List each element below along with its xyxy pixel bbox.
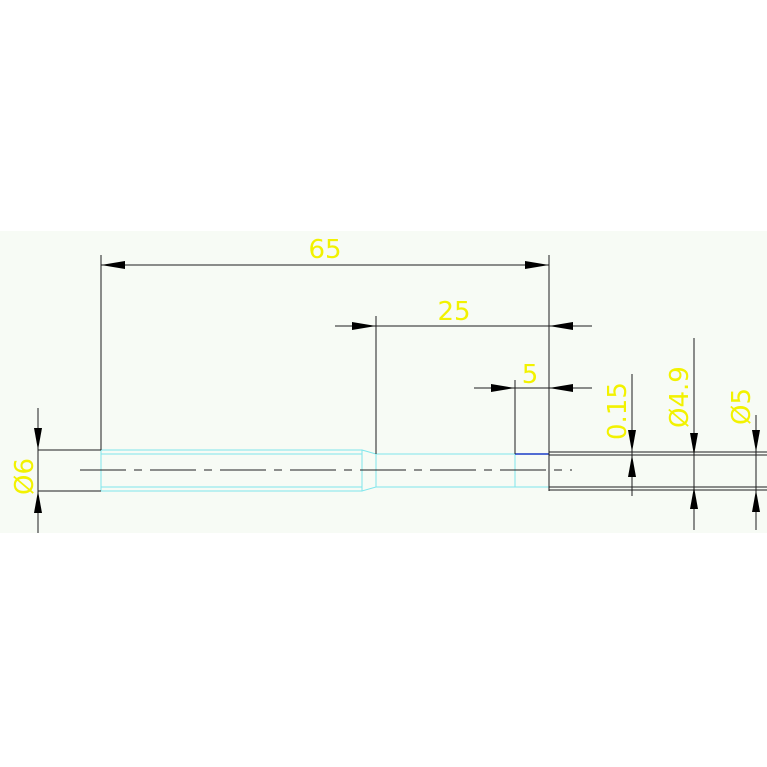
arrow-icon (690, 487, 698, 509)
dim-overall-length: 65 (308, 235, 341, 265)
dim-dia-reduced: Ø4.9 (665, 366, 695, 428)
arrow-icon (491, 384, 515, 392)
dim-tip-length: 5 (522, 360, 539, 390)
arrow-icon (34, 491, 42, 513)
arrow-icon (752, 490, 760, 512)
arrow-icon (628, 455, 636, 477)
dim-step-depth: 0.15 (603, 382, 633, 440)
dim-reduced-length: 25 (437, 297, 470, 327)
arrow-icon (690, 433, 698, 455)
drawing-sheet (0, 231, 767, 533)
dimension-arrows (34, 261, 760, 513)
arrow-icon (549, 384, 573, 392)
dim-dia-main: Ø6 (10, 458, 40, 495)
arrow-icon (352, 322, 376, 330)
arrow-icon (549, 322, 573, 330)
arrow-icon (628, 430, 636, 452)
arrow-icon (752, 430, 760, 452)
arrow-icon (525, 261, 549, 269)
arrow-icon (101, 261, 125, 269)
dim-dia-tip: Ø5 (727, 388, 757, 425)
arrow-icon (34, 428, 42, 450)
